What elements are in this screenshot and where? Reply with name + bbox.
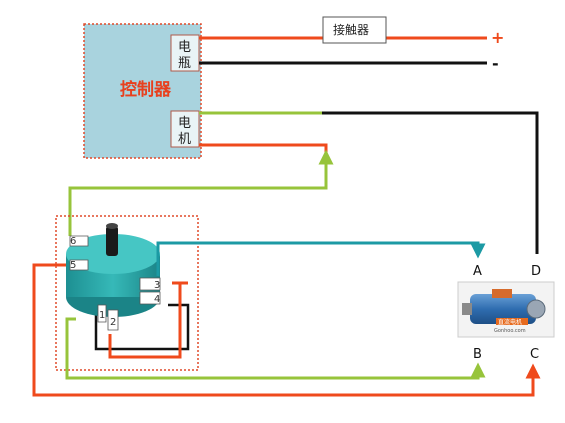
dc-motor-photo: 直流电机 Gonhoo.com xyxy=(457,281,555,338)
battery-positive-terminal: + xyxy=(491,28,504,47)
port-number-6: 6 xyxy=(70,236,76,247)
port-number-3: 3 xyxy=(154,280,160,291)
port-number-4: 4 xyxy=(154,294,160,305)
motor-port-box: 电 机 xyxy=(170,110,200,148)
motor-port-label-2: 机 xyxy=(178,132,191,147)
motor-photo-logo-badge xyxy=(496,318,528,325)
green-wire-to-b xyxy=(65,317,486,380)
port-number-2: 2 xyxy=(110,317,116,328)
red-wire-to-c xyxy=(32,263,541,397)
switch-to-controller-green-wire xyxy=(68,149,334,236)
switch-port-numbers: 1 2 3 4 5 6 xyxy=(70,236,160,328)
motor-wire-red xyxy=(199,143,328,158)
controller-box: 控制器 电 瓶 电 机 xyxy=(83,23,202,159)
terminal-d: D xyxy=(531,264,541,279)
contactor-label: 接触器 xyxy=(333,22,369,37)
motor-photo-logo-text: 直流电机 xyxy=(498,318,522,326)
terminal-a: A xyxy=(473,264,482,279)
terminal-c: C xyxy=(530,347,539,362)
controller-title: 控制器 xyxy=(120,79,172,100)
terminal-b: B xyxy=(473,347,482,362)
battery-port-label-2: 瓶 xyxy=(178,56,191,71)
battery-negative-terminal: - xyxy=(492,54,499,73)
battery-port-label-1: 电 xyxy=(178,40,191,55)
motor-photo-site-text: Gonhoo.com xyxy=(494,328,526,334)
port-number-1: 1 xyxy=(99,310,105,321)
motor-wire-d xyxy=(199,111,539,254)
red-wire-internal xyxy=(108,281,188,359)
battery-port-box: 电 瓶 xyxy=(170,34,200,72)
contactor-box: 接触器 xyxy=(322,16,387,44)
switch-port-arrows xyxy=(69,235,161,331)
motor-port-label-1: 电 xyxy=(178,116,191,131)
port-number-5: 5 xyxy=(70,260,76,271)
teal-wire-to-a xyxy=(156,241,486,276)
